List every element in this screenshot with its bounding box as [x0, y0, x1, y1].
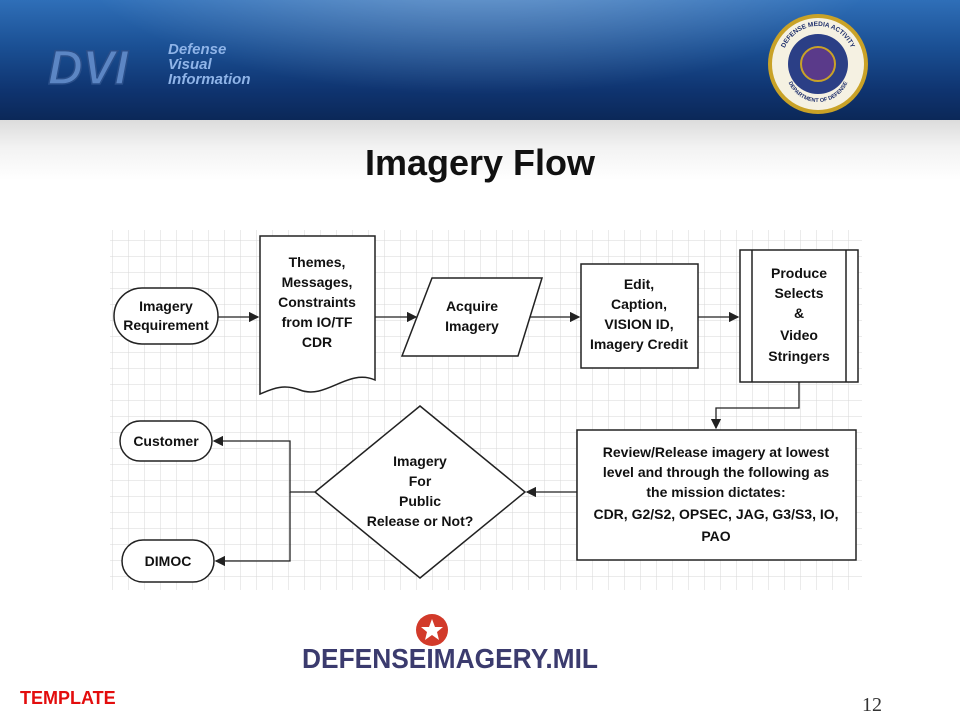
dma-seal: DEFENSE MEDIA ACTIVITY DEPARTMENT OF DEF… — [768, 14, 868, 114]
produce-label-2: Selects — [774, 285, 823, 301]
imagery-requirement-node — [113, 287, 219, 345]
dvi-logo-line-2: Visual — [168, 56, 212, 73]
template-label: TEMPLATE — [20, 688, 116, 708]
requirement-label-2: Requirement — [123, 317, 209, 333]
dvi-logo-mark: DVI — [48, 42, 130, 95]
customer-node — [119, 420, 213, 462]
decision-label-1: Imagery — [393, 453, 447, 469]
review-label-2: level and through the following as — [603, 464, 830, 480]
page-number: 12 — [862, 694, 882, 716]
produce-label-3: & — [794, 305, 804, 321]
review-label-3: the mission dictates: — [646, 484, 785, 500]
defenseimagery-logo: DEFENSEIMAGERY.MIL — [302, 614, 598, 674]
seal-emblem — [800, 46, 836, 82]
produce-label-4: Video — [780, 327, 818, 343]
themes-label-3: Constraints — [278, 294, 356, 310]
decision-label-3: Public — [399, 493, 441, 509]
produce-label-1: Produce — [771, 265, 827, 281]
edit-label-1: Edit, — [624, 276, 654, 292]
page-title: Imagery Flow — [364, 142, 596, 183]
customer-label: Customer — [133, 433, 199, 449]
review-release-node — [576, 429, 857, 561]
dvi-logo-line-1: Defense — [168, 41, 226, 58]
produce-label-5: Stringers — [768, 348, 830, 364]
review-label-5: PAO — [701, 528, 730, 544]
acquire-label-1: Acquire — [446, 298, 498, 314]
themes-label-1: Themes, — [289, 254, 346, 270]
edit-label-3: VISION ID, — [604, 316, 673, 332]
dimoc-label: DIMOC — [145, 553, 192, 569]
public-release-decision-node — [313, 405, 527, 579]
arrow-decision-to-dimoc — [214, 492, 291, 567]
dvi-logo-line-3: Information — [168, 71, 251, 88]
dimoc-node — [121, 539, 215, 583]
themes-label-2: Messages, — [282, 274, 353, 290]
dvi-logo: DVI Defense Visual Information — [47, 41, 251, 96]
acquire-imagery-node — [400, 277, 544, 357]
header-shadow-band — [0, 120, 960, 180]
star-icon — [421, 619, 443, 640]
edit-label-4: Imagery Credit — [590, 336, 688, 352]
arrow-produce-to-review — [710, 382, 800, 430]
decision-label-2: For — [409, 473, 432, 489]
defenseimagery-brand-text: DEFENSEIMAGERY.MIL — [302, 643, 598, 674]
acquire-label-2: Imagery — [445, 318, 499, 334]
arrow-decision-to-customer — [212, 435, 315, 493]
review-label-4: CDR, G2/S2, OPSEC, JAG, G3/S3, IO, — [593, 506, 838, 522]
themes-label-4: from IO/TF — [282, 314, 353, 330]
requirement-label-1: Imagery — [139, 298, 193, 314]
edit-label-2: Caption, — [611, 296, 667, 312]
decision-label-4: Release or Not? — [367, 513, 474, 529]
review-label-1: Review/Release imagery at lowest — [603, 444, 830, 460]
themes-label-5: CDR — [302, 334, 332, 350]
edit-caption-node — [580, 263, 699, 369]
themes-document-node — [259, 235, 376, 396]
